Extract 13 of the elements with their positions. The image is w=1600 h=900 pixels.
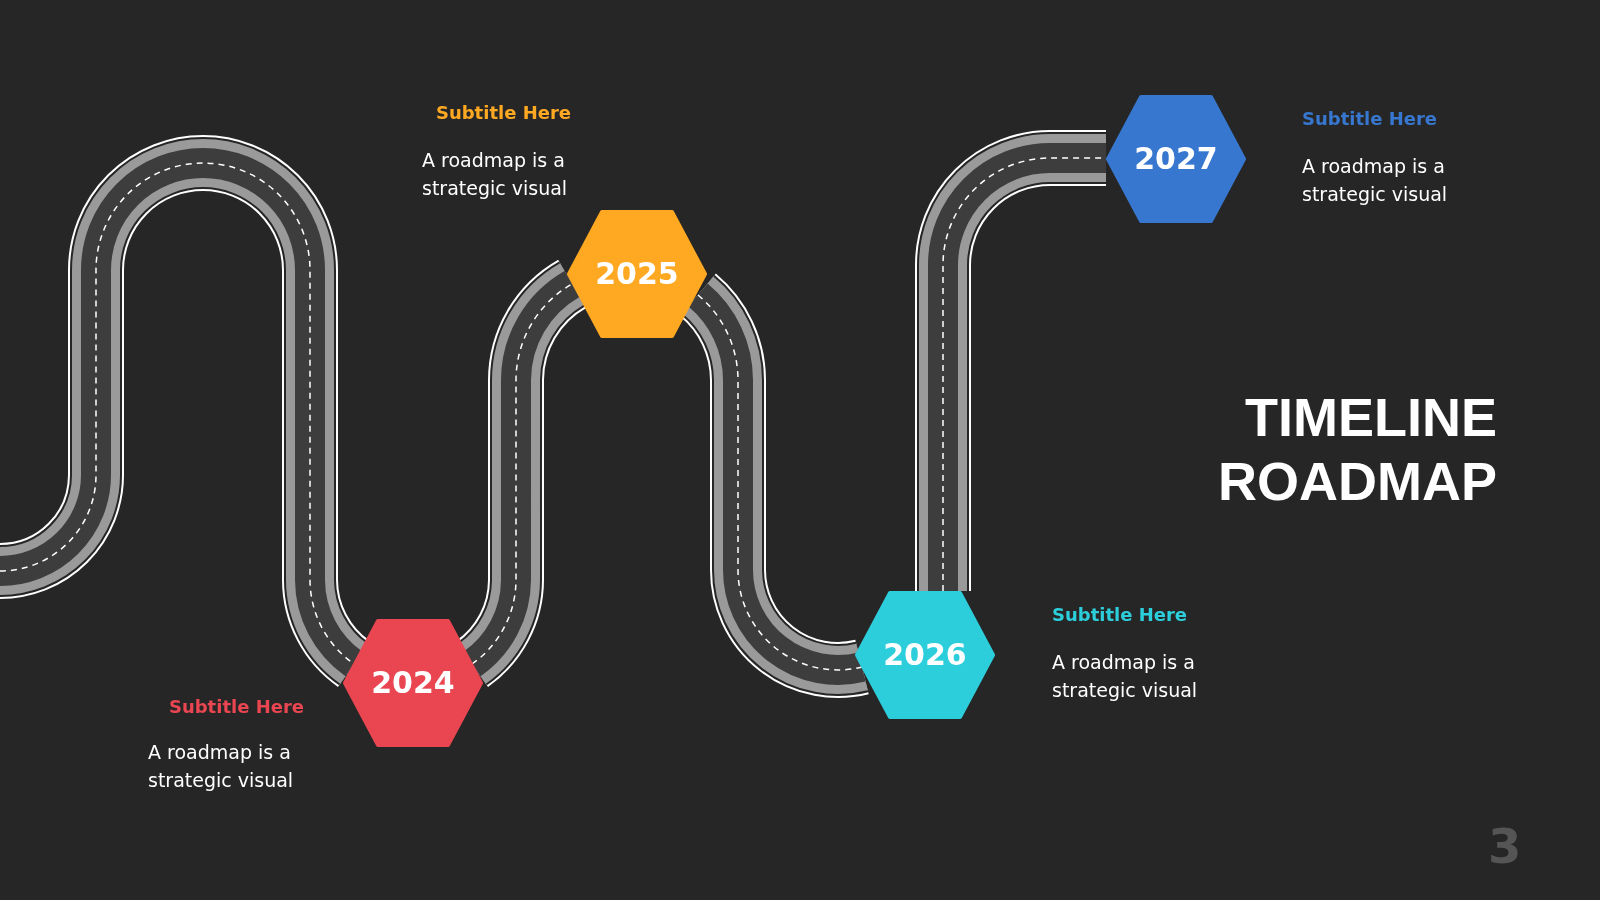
description-text: A roadmap is a strategic visual	[148, 740, 295, 793]
description-text: A roadmap is a strategic visual	[1052, 650, 1199, 703]
slide-title: TIMELINE ROADMAP	[1217, 386, 1497, 513]
subtitle: Subtitle Here	[1052, 604, 1188, 625]
subtitle: Subtitle Here	[435, 102, 571, 123]
year-label: 2024	[371, 666, 455, 700]
subtitle: Subtitle Here	[168, 696, 304, 717]
year-label: 2026	[883, 638, 967, 672]
subtitle: Subtitle Here	[1302, 108, 1438, 129]
description-text: A roadmap is a strategic visual	[1302, 154, 1449, 207]
year-label: 2027	[1134, 142, 1218, 176]
year-label: 2025	[595, 257, 679, 291]
description-text: A roadmap is a strategic visual	[422, 148, 569, 201]
